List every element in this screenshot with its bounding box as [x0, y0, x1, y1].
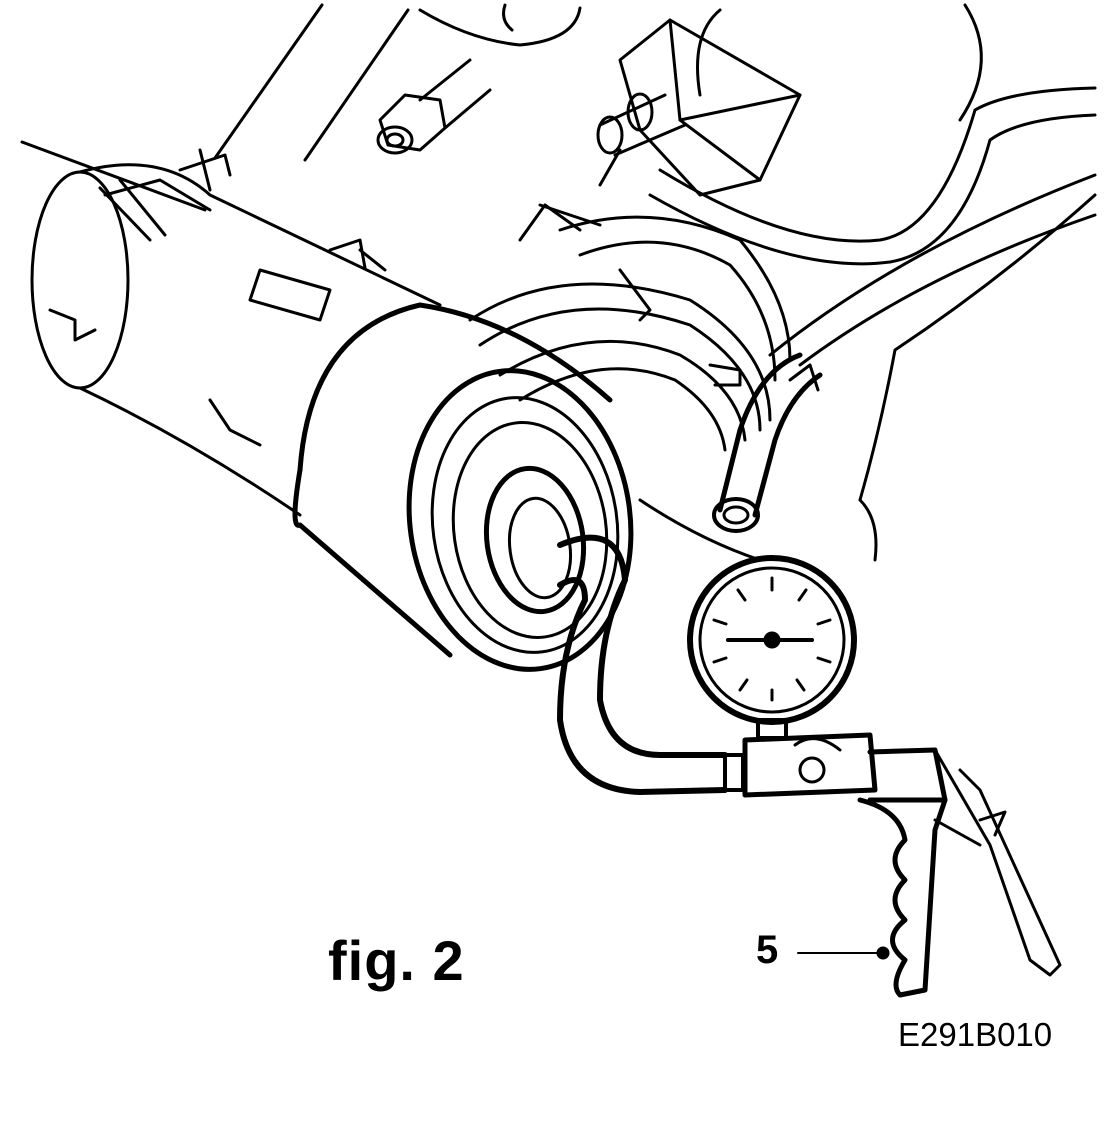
- left-intake-pipe: [30, 148, 442, 517]
- test-hose: [557, 534, 745, 795]
- corrugated-bellows: [468, 203, 792, 452]
- bolt-nut: [376, 58, 492, 155]
- filler-neck: [292, 302, 634, 672]
- pressure-tester-pump: [742, 732, 1062, 977]
- callout-5-leader: [797, 946, 890, 960]
- figure-label: fig. 2: [328, 929, 465, 992]
- pressure-gauge: [687, 555, 857, 740]
- small-bleed-hose: [712, 352, 823, 533]
- figure-code: E291B010: [898, 1016, 1053, 1053]
- engine-background-structure: [20, 3, 1097, 562]
- callout-number-5: 5: [756, 928, 779, 972]
- electrical-connector: [596, 18, 802, 197]
- pressure-tester-pump-handle: [857, 797, 982, 998]
- upper-hoses: [648, 86, 1097, 367]
